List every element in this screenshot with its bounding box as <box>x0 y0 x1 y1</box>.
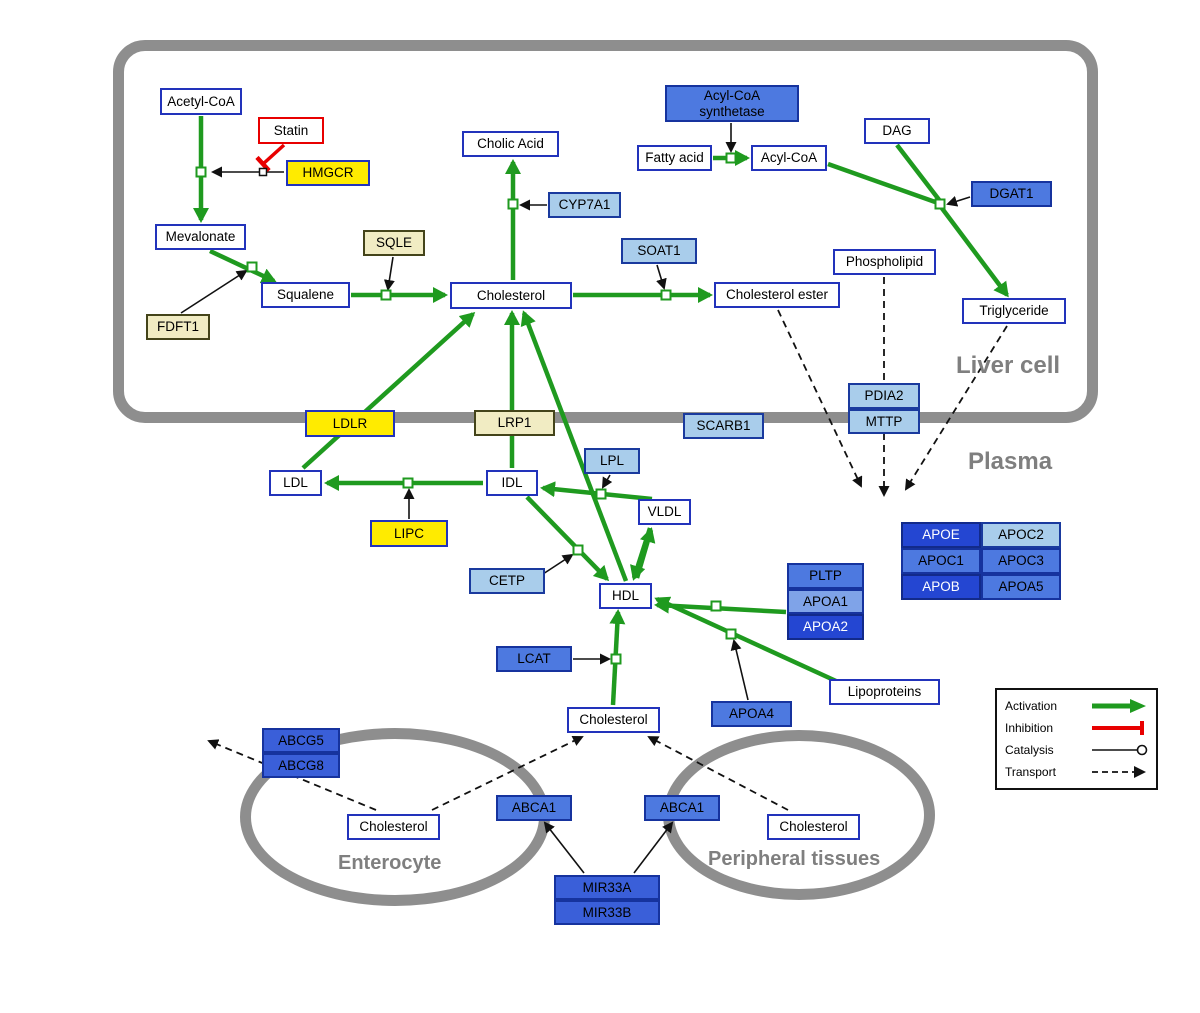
edge-act-17 <box>654 597 787 615</box>
region-label-liver: Liver cell <box>956 352 1061 379</box>
reaction-node <box>572 544 584 556</box>
node-abcg8[interactable]: ABCG8 <box>262 753 340 778</box>
reaction-node <box>710 600 722 612</box>
node-cholesterol-plasma[interactable]: Cholesterol <box>567 707 660 733</box>
node-apoc3[interactable]: APOC3 <box>981 548 1061 574</box>
node-apoa2[interactable]: APOA2 <box>787 614 864 640</box>
edge-act-14 <box>634 527 656 579</box>
reaction-node <box>402 477 414 489</box>
node-abca1-left[interactable]: ABCA1 <box>496 795 572 821</box>
node-dgat1[interactable]: DGAT1 <box>971 181 1052 207</box>
legend-row-activation: Activation <box>1005 695 1148 717</box>
node-dag[interactable]: DAG <box>864 118 930 144</box>
node-apoc1[interactable]: APOC1 <box>901 548 981 574</box>
node-soat1[interactable]: SOAT1 <box>621 238 697 264</box>
edge-cat-31 <box>730 639 749 701</box>
node-sqle[interactable]: SQLE <box>363 230 425 256</box>
reaction-node <box>595 488 607 500</box>
transport-dashed-arrow-icon <box>1092 766 1146 778</box>
legend-label-inhibition: Inhibition <box>1005 721 1054 735</box>
liver-cell-membrane <box>113 40 1098 423</box>
node-acyl-coa-synthetase[interactable]: Acyl-CoA synthetase <box>665 85 799 122</box>
node-fatty-acid[interactable]: Fatty acid <box>637 145 712 171</box>
node-mttp[interactable]: MTTP <box>848 409 920 434</box>
node-apoa4[interactable]: APOA4 <box>711 701 792 727</box>
node-idl[interactable]: IDL <box>486 470 538 496</box>
node-ldlr[interactable]: LDLR <box>305 410 395 437</box>
edge-act-12 <box>525 495 610 582</box>
edge-cat-28 <box>601 474 613 489</box>
node-lipoproteins[interactable]: Lipoproteins <box>829 679 940 705</box>
node-apoa1[interactable]: APOA1 <box>787 589 864 614</box>
reaction-node <box>610 653 622 665</box>
region-label-plasma: Plasma <box>968 448 1053 475</box>
node-lpl[interactable]: LPL <box>584 448 640 474</box>
node-ldl[interactable]: LDL <box>269 470 322 496</box>
node-abca1-right[interactable]: ABCA1 <box>644 795 720 821</box>
node-abcg5[interactable]: ABCG5 <box>262 728 340 753</box>
legend-row-catalysis: Catalysis <box>1005 739 1148 761</box>
node-pdia2[interactable]: PDIA2 <box>848 383 920 409</box>
edge-act-15 <box>609 609 626 706</box>
node-lipc[interactable]: LIPC <box>370 520 448 547</box>
legend-label-activation: Activation <box>1005 699 1058 713</box>
region-label-enterocyte: Enterocyte <box>338 852 442 874</box>
node-cholesterol-peripheral[interactable]: Cholesterol <box>767 814 860 840</box>
node-cyp7a1[interactable]: CYP7A1 <box>548 192 621 218</box>
node-pltp[interactable]: PLTP <box>787 563 864 589</box>
edge-act-11 <box>540 481 653 502</box>
legend: Activation Inhibition Catalysis Transpor… <box>995 688 1158 790</box>
activation-arrow-icon <box>1092 699 1146 713</box>
node-cetp[interactable]: CETP <box>469 568 545 594</box>
edge-cat-29 <box>542 553 574 575</box>
node-mir33b[interactable]: MIR33B <box>554 900 660 925</box>
node-hdl[interactable]: HDL <box>599 583 652 609</box>
legend-label-catalysis: Catalysis <box>1005 743 1054 757</box>
node-mevalonate[interactable]: Mevalonate <box>155 224 246 250</box>
node-vldl[interactable]: VLDL <box>638 499 691 525</box>
node-triglyceride[interactable]: Triglyceride <box>962 298 1066 324</box>
node-acetyl-coa[interactable]: Acetyl-CoA <box>160 88 242 115</box>
legend-row-inhibition: Inhibition <box>1005 717 1148 739</box>
node-phospholipid[interactable]: Phospholipid <box>833 249 936 275</box>
legend-label-transport: Transport <box>1005 765 1056 779</box>
reaction-node <box>725 628 737 640</box>
node-squalene[interactable]: Squalene <box>261 282 350 308</box>
node-acyl-coa[interactable]: Acyl-CoA <box>751 145 827 171</box>
node-cholesterol-enterocyte[interactable]: Cholesterol <box>347 814 440 840</box>
legend-row-transport: Transport <box>1005 761 1148 783</box>
node-mir33a[interactable]: MIR33A <box>554 875 660 900</box>
node-fdft1[interactable]: FDFT1 <box>146 314 210 340</box>
node-lrp1[interactable]: LRP1 <box>474 410 555 436</box>
node-cholic-acid[interactable]: Cholic Acid <box>462 131 559 157</box>
node-hmgcr[interactable]: HMGCR <box>286 160 370 186</box>
node-cholesterol-ester[interactable]: Cholesterol ester <box>714 282 840 308</box>
node-apoa5[interactable]: APOA5 <box>981 574 1061 600</box>
inhibition-tbar-icon <box>1092 721 1144 735</box>
node-statin[interactable]: Statin <box>258 117 324 144</box>
edge-cat-32 <box>543 821 585 874</box>
node-scarb1[interactable]: SCARB1 <box>683 413 764 439</box>
region-label-peripheral: Peripheral tissues <box>708 848 881 870</box>
catalysis-circle-icon <box>1092 744 1148 756</box>
node-apob[interactable]: APOB <box>901 574 981 600</box>
node-apoc2[interactable]: APOC2 <box>981 522 1061 548</box>
node-cholesterol-liver[interactable]: Cholesterol <box>450 282 572 309</box>
edge-act-13 <box>630 527 653 581</box>
node-lcat[interactable]: LCAT <box>496 646 572 672</box>
node-apoe[interactable]: APOE <box>901 522 981 548</box>
